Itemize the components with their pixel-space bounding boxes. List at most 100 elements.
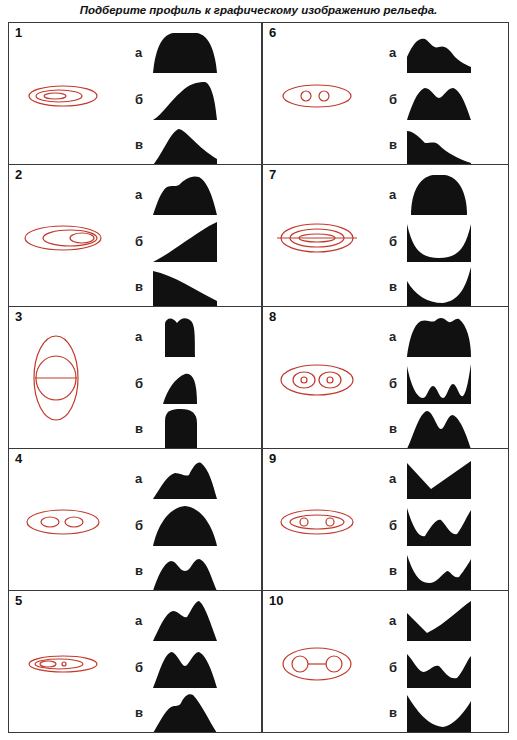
task-number: 7	[269, 168, 276, 181]
relief-profile	[407, 364, 471, 404]
task-figure	[25, 176, 217, 307]
figure-group	[153, 176, 217, 215]
option-letter: в	[389, 280, 397, 293]
page-title: Подберите профиль к графическому изображ…	[0, 4, 517, 16]
contour-line	[40, 661, 56, 667]
option-letter: б	[389, 235, 397, 248]
contour-line	[300, 518, 308, 526]
relief-profile	[407, 601, 471, 641]
relief-profile	[407, 224, 471, 262]
contour-line	[281, 365, 353, 395]
task-figure	[281, 318, 471, 449]
option-letter: а	[389, 472, 396, 485]
figure-group	[407, 131, 471, 165]
option-letter: б	[389, 377, 397, 390]
figure-group	[153, 559, 217, 591]
relief-profile	[411, 175, 467, 215]
contour-line	[29, 86, 97, 106]
option-letter: а	[389, 330, 396, 343]
contour-line	[293, 372, 315, 388]
relief-profile	[165, 409, 197, 449]
contour-line	[41, 517, 59, 527]
task-figure	[29, 33, 217, 165]
relief-profile	[407, 508, 471, 546]
figure-group	[407, 508, 471, 546]
task-cell: 6абв	[262, 22, 509, 165]
task-number: 8	[269, 310, 276, 323]
task-figure	[281, 461, 471, 591]
option-letter: а	[135, 330, 142, 343]
contour-line	[326, 656, 342, 672]
contour-line	[65, 517, 83, 527]
figure-group	[407, 224, 471, 262]
relief-profile	[407, 654, 471, 688]
figure-group	[407, 695, 471, 733]
contour-line	[36, 356, 76, 400]
figure-group	[163, 374, 197, 404]
contour-line	[277, 237, 357, 238]
task-cell: 5абв	[8, 590, 262, 733]
figure-group	[407, 555, 471, 591]
option-letter: в	[389, 564, 397, 577]
relief-profile	[407, 131, 471, 165]
figure-group	[153, 33, 217, 73]
relief-profile	[153, 82, 217, 120]
figure-group	[407, 267, 471, 307]
relief-profile	[153, 33, 217, 73]
relief-profile	[407, 461, 471, 499]
figure-group	[165, 409, 197, 449]
figure-group	[153, 694, 217, 733]
option-letter: в	[135, 422, 143, 435]
relief-profile	[153, 271, 217, 307]
relief-profile	[153, 559, 217, 591]
contour-line	[283, 648, 351, 680]
contour-line	[70, 233, 94, 243]
contour-line	[62, 662, 66, 666]
contour-line	[27, 510, 99, 534]
contour-line	[44, 93, 66, 99]
option-letter: б	[135, 519, 143, 532]
option-letter: б	[135, 377, 143, 390]
contour-line	[43, 230, 97, 246]
relief-profile	[407, 267, 471, 307]
figure-group	[153, 652, 217, 688]
contour-line	[319, 372, 341, 388]
task-figure	[283, 601, 471, 733]
relief-profile	[153, 129, 217, 165]
figure-group	[407, 318, 471, 357]
relief-profile	[165, 318, 195, 357]
task-number: 9	[269, 452, 276, 465]
relief-profile	[407, 411, 471, 449]
option-letter: б	[135, 235, 143, 248]
option-letter: в	[389, 138, 397, 151]
relief-profile	[407, 555, 471, 591]
task-number: 4	[15, 452, 22, 465]
option-letter: в	[135, 706, 143, 719]
task-number: 6	[269, 26, 276, 39]
task-figure	[34, 318, 197, 449]
relief-profile	[153, 506, 217, 546]
contour-line	[301, 91, 311, 101]
option-letter: б	[135, 661, 143, 674]
figure-group	[407, 39, 471, 73]
option-letter: в	[389, 706, 397, 719]
option-letter: а	[135, 614, 142, 627]
contour-line	[290, 515, 344, 529]
task-number: 2	[15, 168, 22, 181]
task-number: 10	[269, 594, 283, 607]
figure-group	[153, 506, 217, 546]
option-letter: а	[389, 46, 396, 59]
relief-profile	[407, 318, 471, 357]
relief-profile	[153, 176, 217, 215]
contour-line	[292, 656, 308, 672]
task-figure	[29, 601, 217, 733]
option-letter: б	[135, 93, 143, 106]
task-figure	[283, 39, 471, 165]
task-figure	[27, 463, 217, 591]
contour-line	[301, 377, 307, 383]
relief-profile	[153, 601, 217, 641]
option-letter: б	[389, 661, 397, 674]
task-cell: 4абв	[8, 448, 262, 591]
task-cell: 2абв	[8, 164, 262, 307]
